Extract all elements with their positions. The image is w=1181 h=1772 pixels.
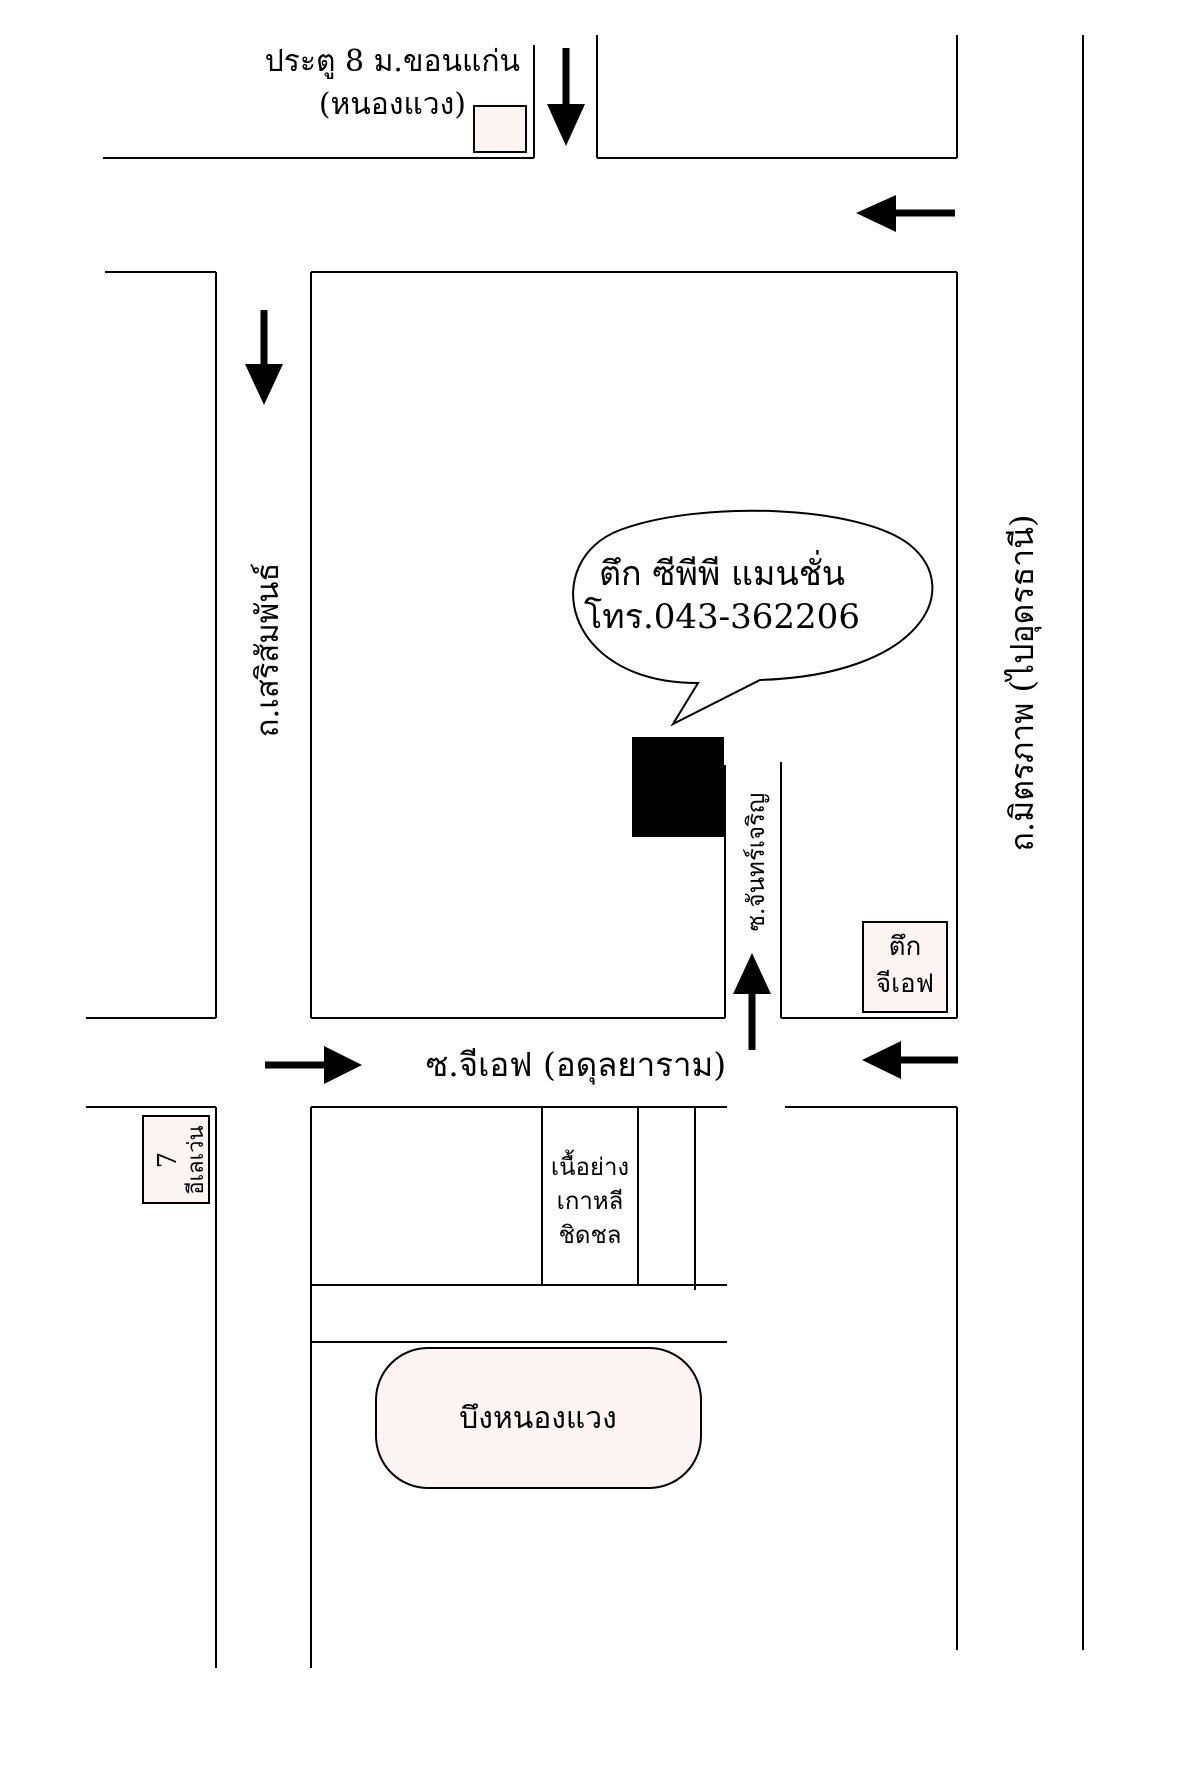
seven-eleven-box [142,1115,210,1204]
gate-marker-box [473,105,527,153]
gate-label-line2: (หนองแวง) [319,87,466,122]
arrow-right-icon [265,1046,362,1084]
road-lines [86,35,1084,1668]
seven-eleven-label-line1: 7 [153,1152,183,1169]
traffic-arrows [245,48,958,1084]
arrow-left-icon [862,1041,958,1079]
gf-label-line2: จีเอฟ [876,969,934,999]
road-label-seri-samphan: ถ.เสริสัมพันธ์ [250,563,286,738]
lake-label: บึงหนองแวง [459,1401,616,1436]
soi-label-chan-charoen: ซ.จันทร์เจริญ [742,793,770,932]
arrow-down-icon [245,310,283,405]
soi-label-gf-adunyaram: ซ.จีเอฟ (อดุลยาราม) [426,1045,726,1085]
seven-eleven-label-line2: อีเลเว่น [184,1125,209,1194]
gf-building-box [862,921,948,1013]
info-speech-bubble [572,509,934,727]
cpp-mansion-building [632,737,724,837]
arrow-left-icon [856,195,955,232]
bbq-label-line3: ชิดชล [559,1221,622,1249]
bbq-label-line2: เกาหลี [557,1187,624,1215]
gate-label-line1: ประตู 8 ม.ขอนแก่น [265,44,520,79]
gf-label-line1: ตึก [889,932,922,962]
nong-waeng-lake [375,1347,702,1489]
road-label-mittraphap: ถ.มิตรภาพ (ไปอุดรธานี) [1003,515,1042,852]
bbq-label-line1: เนื้อย่าง [551,1149,629,1181]
arrow-down-icon [547,48,585,146]
arrow-up-icon [733,953,771,1050]
bubble-label-line1: ตึก ซีพีพี แมนชั่น [599,550,845,594]
bubble-label-line2: โทร.043-362206 [584,597,860,637]
